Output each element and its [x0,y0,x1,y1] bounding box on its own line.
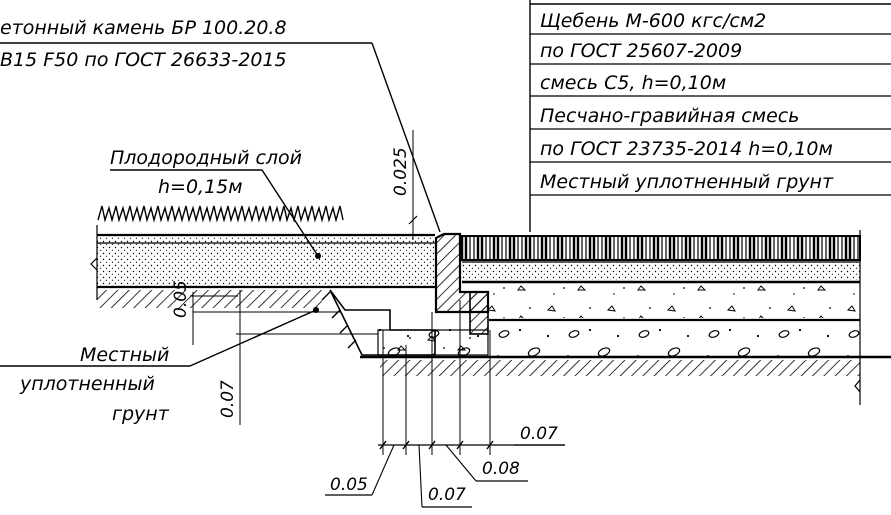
fertile-label-line1: Плодородный слой [110,147,302,169]
stone-label-line1: етонный камень БР 100.20.8 [0,17,287,39]
layer-note-5: по ГОСТ 23735-2014 h=0,10м [540,138,833,160]
dim-lower-gap: 0.05 [171,280,191,318]
layer-note-2: по ГОСТ 25607-2009 [540,40,742,62]
dim-bottom-a: 0.05 [330,475,368,495]
grass-line [97,205,344,223]
crushed-stone-layer [489,284,860,318]
fertile-layer [97,235,435,287]
layer-note-6: Местный уплотненный грунт [540,171,834,193]
stone-label-line2: B15 F50 по ГОСТ 26633-2015 [0,49,287,71]
paving-tiles [461,235,861,261]
local-soil-hatch-left [97,290,322,308]
local-soil-hatch-bottom [380,360,860,376]
layer-note-4: Песчано-гравийная смесь [540,105,799,127]
fertile-label-line2: h=0,15м [158,176,243,198]
layer-note-1: Щебень М-600 кгс/см2 [540,10,766,32]
local-soil-label-line2: уплотненный [19,373,155,395]
sand-bedding [462,262,860,280]
sand-gravel-layer [378,322,860,358]
layer-note-3: смесь С5, h=0,10м [540,72,726,94]
local-soil-label-line1: Местный [80,344,169,366]
local-soil-label-line3: грунт [112,403,170,425]
dim-bottom-d: 0.07 [520,424,558,444]
dim-depth: 0.07 [218,380,238,418]
dim-bottom-b: 0.07 [428,485,466,505]
dim-top-gap: 0.025 [391,147,411,196]
dim-bottom-c: 0.08 [482,459,520,479]
